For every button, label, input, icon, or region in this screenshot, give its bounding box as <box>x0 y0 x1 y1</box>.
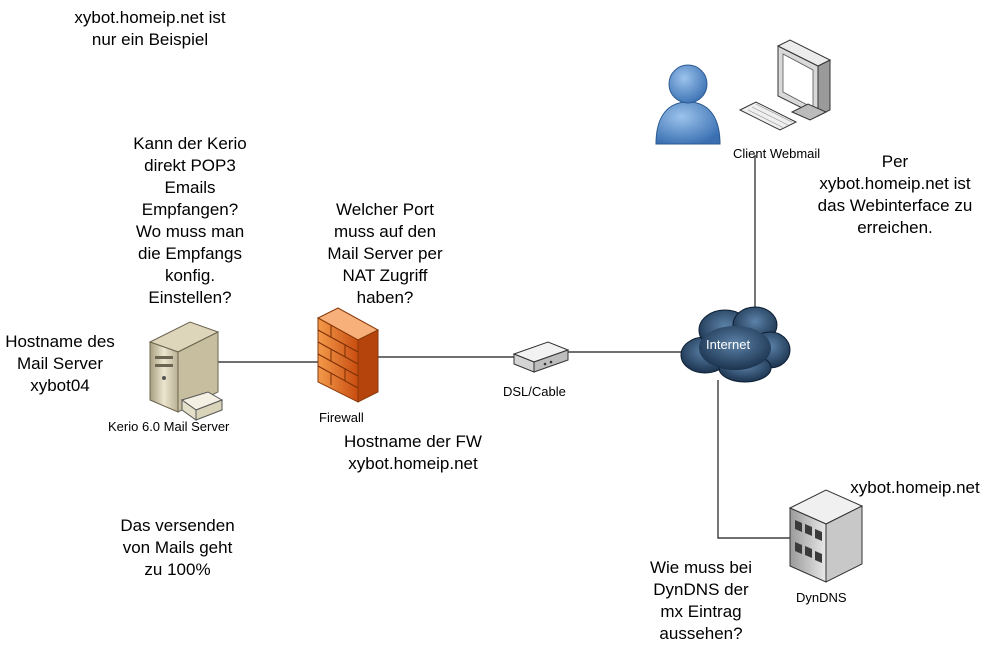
mail-server-label: Kerio 6.0 Mail Server <box>108 419 230 434</box>
internet-cloud-icon <box>680 306 791 383</box>
mx-question-note: Wie muss bei DynDNS der mx Eintrag ausse… <box>649 558 753 643</box>
example-note: xybot.homeip.net ist nur ein Beispiel <box>74 8 226 49</box>
connections <box>217 155 790 539</box>
firewall-label: Firewall <box>319 410 364 425</box>
mail-hostname-note: Hostname des Mail Server xybot04 <box>5 332 115 395</box>
webinterface-note: Per xybot.homeip.net ist das Webinterfac… <box>817 152 973 237</box>
modem-icon <box>512 341 570 373</box>
dyndns-label: DynDNS <box>796 590 847 605</box>
client-label: Client Webmail <box>733 146 821 161</box>
dyndns-host-note: xybot.homeip.net <box>850 478 980 497</box>
pop3-question-note: Kann der Kerio direkt POP3 Emails Empfan… <box>133 134 247 307</box>
user-icon <box>655 64 721 145</box>
port-question-note: Welcher Port muss auf den Mail Server pe… <box>327 200 443 307</box>
sending-note: Das versenden von Mails geht zu 100% <box>120 516 235 579</box>
client-computer-icon <box>738 39 832 131</box>
link-internet-dyndns <box>717 380 790 539</box>
internet-label: Internet <box>706 337 751 352</box>
fw-hostname-note: Hostname der FW xybot.homeip.net <box>344 432 482 473</box>
modem-label: DSL/Cable <box>503 384 566 399</box>
dyndns-building-icon <box>788 489 864 583</box>
firewall-icon <box>316 307 380 403</box>
mail-server-icon <box>148 321 224 421</box>
